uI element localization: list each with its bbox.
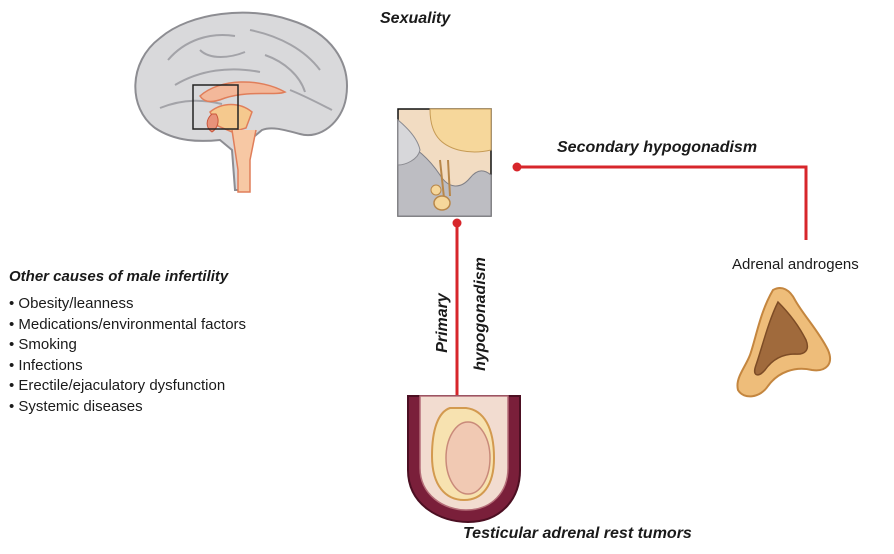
brain-illustration <box>135 13 347 192</box>
list-item: Medications/environmental factors <box>9 315 246 336</box>
list-item: Infections <box>9 356 246 377</box>
other-causes-list: Obesity/leanness Medications/environment… <box>9 294 246 417</box>
list-item: Smoking <box>9 335 246 356</box>
testicular-adrenal-rest-tumors-label: Testicular adrenal rest tumors <box>463 525 692 543</box>
secondary-hypogonadism-label: Secondary hypogonadism <box>557 139 757 157</box>
primary-connector-dot <box>453 219 462 228</box>
primary-hypogonadism-label-line1: Primary <box>434 278 452 368</box>
adrenal-gland-illustration <box>737 288 830 396</box>
sexuality-label: Sexuality <box>380 10 450 28</box>
list-item: Systemic diseases <box>9 397 246 418</box>
primary-hypogonadism-label-line2: hypogonadism <box>472 254 490 374</box>
other-causes-title: Other causes of male infertility <box>9 268 228 285</box>
list-item: Obesity/leanness <box>9 294 246 315</box>
secondary-connector-dot <box>513 163 522 172</box>
pituitary-inset-illustration <box>398 109 491 216</box>
list-item: Erectile/ejaculatory dysfunction <box>9 376 246 397</box>
adrenal-androgens-label: Adrenal androgens <box>732 256 859 273</box>
testis-illustration <box>408 396 520 522</box>
